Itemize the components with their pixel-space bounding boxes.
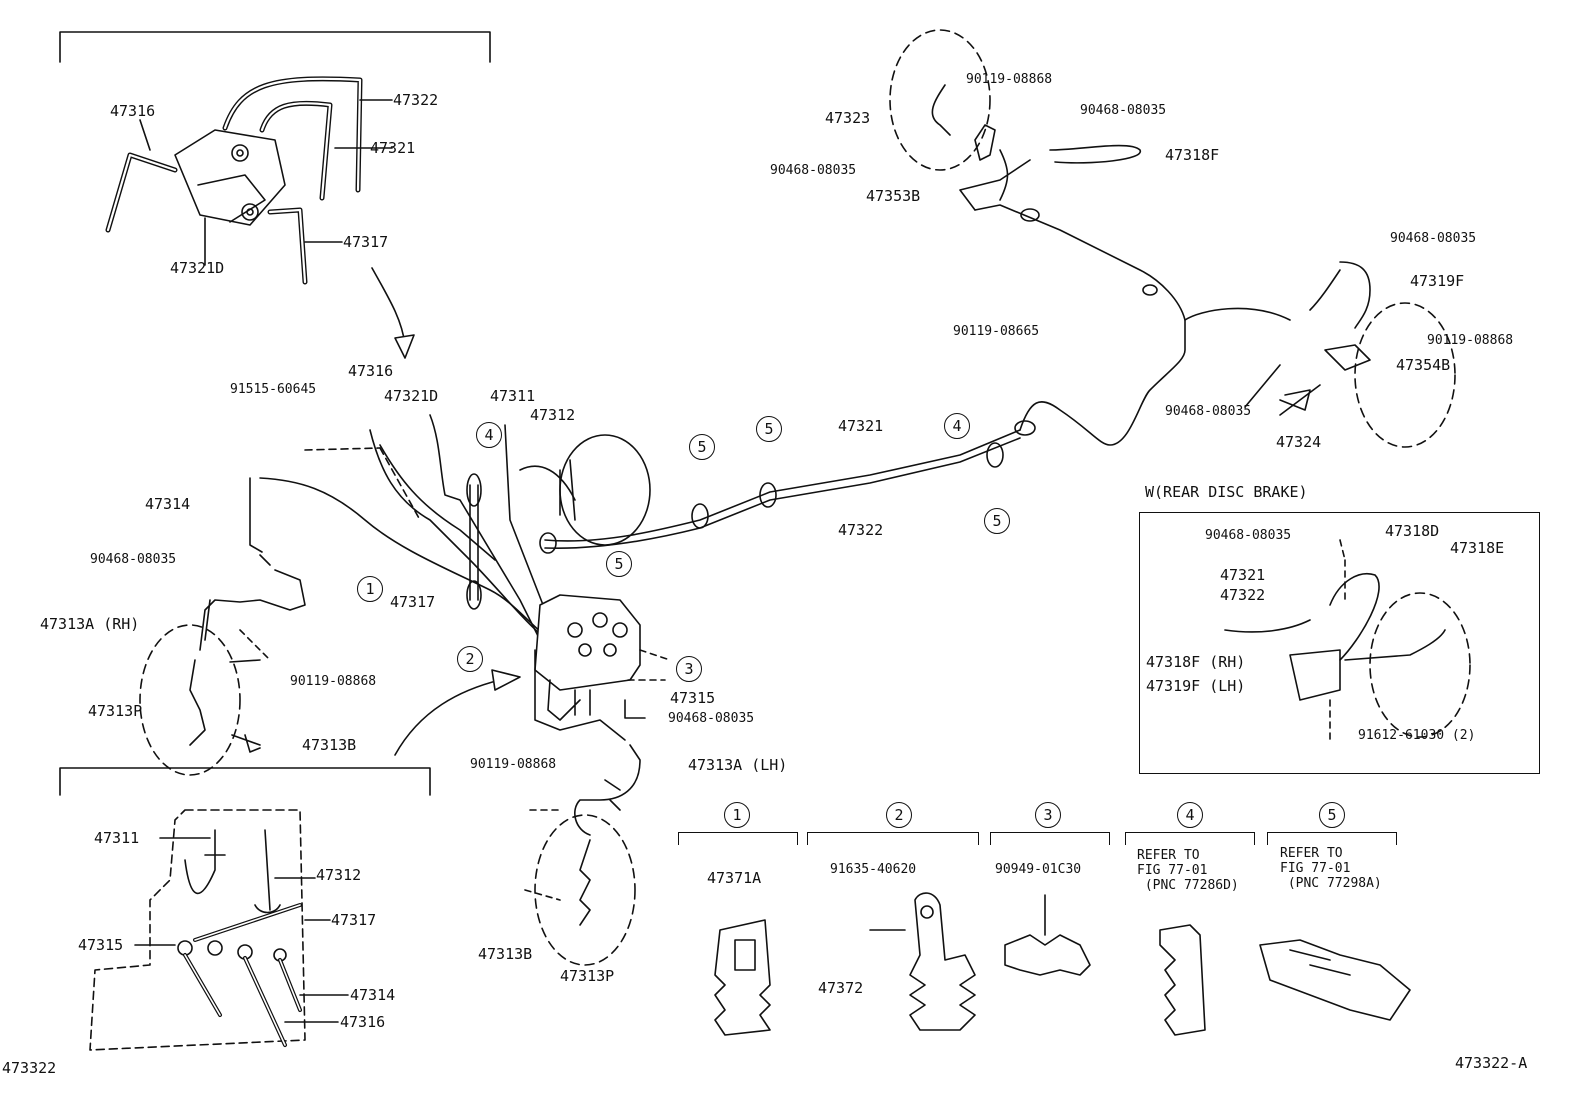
part-label: 90119-08868 <box>290 674 377 689</box>
part-label: 47322 <box>1220 586 1266 604</box>
part-label: 47316 <box>110 102 156 120</box>
part-label: 90119-08868 <box>966 72 1053 87</box>
part-label: 47315 <box>78 936 124 954</box>
part-label: 47318F <box>1165 146 1220 164</box>
part-label: 47324 <box>1276 433 1322 451</box>
part-label: 47313A (LH) <box>688 756 788 774</box>
part-label: 47315 <box>670 689 716 707</box>
part-label: 47371A <box>707 869 762 887</box>
part-label: 91612-61030 (2) <box>1358 728 1476 743</box>
figure-number-left: 473322 <box>2 1059 57 1077</box>
callout-5: 5 <box>984 508 1010 534</box>
part-label: 90119-08868 <box>1427 333 1514 348</box>
part-label: 47318F (RH) <box>1146 653 1246 671</box>
part-label: 90468-08035 <box>770 163 857 178</box>
part-label: 47311 <box>490 387 536 405</box>
refer-note-4: REFER TO FIG 77-01 (PNC 77286D) <box>1137 848 1239 893</box>
part-label: 47316 <box>340 1013 386 1031</box>
part-label: 91635-40620 <box>830 862 917 877</box>
part-label: 47319F (LH) <box>1146 677 1246 695</box>
part-label: 47313B <box>478 945 533 963</box>
part-label: 47321 <box>1220 566 1266 584</box>
part-label: 47317 <box>390 593 436 611</box>
clip-section-2-bracket <box>807 832 979 845</box>
callout-5: 5 <box>756 416 782 442</box>
part-label: 90949-01C30 <box>995 862 1082 877</box>
part-label: 47322 <box>393 91 439 109</box>
part-label: 47313B <box>302 736 357 754</box>
callout-4: 4 <box>944 413 970 439</box>
part-label: 91515-60645 <box>230 382 317 397</box>
clip-section-3-bracket <box>990 832 1110 845</box>
callout-5: 5 <box>606 551 632 577</box>
callout-4: 4 <box>476 422 502 448</box>
clip-section-1-bracket <box>678 832 798 845</box>
part-label: 47323 <box>825 109 871 127</box>
part-label: 47317 <box>343 233 389 251</box>
section-callout-3: 3 <box>1035 802 1061 828</box>
part-label: 90468-08035 <box>1205 528 1292 543</box>
part-label: 47353B <box>866 187 921 205</box>
part-label: 47313P <box>88 702 143 720</box>
clip-section-4-bracket <box>1125 832 1255 845</box>
part-label: 90468-08035 <box>1390 231 1477 246</box>
part-label: 47313P <box>560 967 615 985</box>
part-label: 47317 <box>331 911 377 929</box>
callout-3: 3 <box>676 656 702 682</box>
section-callout-2: 2 <box>886 802 912 828</box>
part-label: 47354B <box>1396 356 1451 374</box>
part-label: 47322 <box>838 521 884 539</box>
part-label: 47311 <box>94 829 140 847</box>
inset-title: W(REAR DISC BRAKE) <box>1145 483 1308 501</box>
part-label: 47312 <box>530 406 576 424</box>
clip-section-5-bracket <box>1267 832 1397 845</box>
part-label: 90468-08035 <box>668 711 755 726</box>
part-label: 90119-08868 <box>470 757 557 772</box>
callout-1: 1 <box>357 576 383 602</box>
part-label: 47319F <box>1410 272 1465 290</box>
part-label: 47313A (RH) <box>40 615 140 633</box>
part-label: 90468-08035 <box>1165 404 1252 419</box>
part-label: 90468-08035 <box>1080 103 1167 118</box>
part-label: 47321 <box>838 417 884 435</box>
callout-5: 5 <box>689 434 715 460</box>
part-label: 47321D <box>170 259 225 277</box>
part-label: 47318D <box>1385 522 1440 540</box>
section-callout-5: 5 <box>1319 802 1345 828</box>
part-label: 90119-08665 <box>953 324 1040 339</box>
part-label: 47314 <box>145 495 191 513</box>
section-callout-4: 4 <box>1177 802 1203 828</box>
part-label: 47314 <box>350 986 396 1004</box>
figure-number-right: 473322-A <box>1455 1054 1528 1072</box>
part-label: 47312 <box>316 866 362 884</box>
part-label: 47321 <box>370 139 416 157</box>
refer-note-5: REFER TO FIG 77-01 (PNC 77298A) <box>1280 846 1382 891</box>
callout-2: 2 <box>457 646 483 672</box>
part-label: 47321D <box>384 387 439 405</box>
part-label: 47316 <box>348 362 394 380</box>
part-label: 90468-08035 <box>90 552 177 567</box>
part-label: 47318E <box>1450 539 1505 557</box>
section-callout-1: 1 <box>724 802 750 828</box>
rear-disc-brake-inset <box>1139 512 1540 774</box>
part-label: 47372 <box>818 979 864 997</box>
